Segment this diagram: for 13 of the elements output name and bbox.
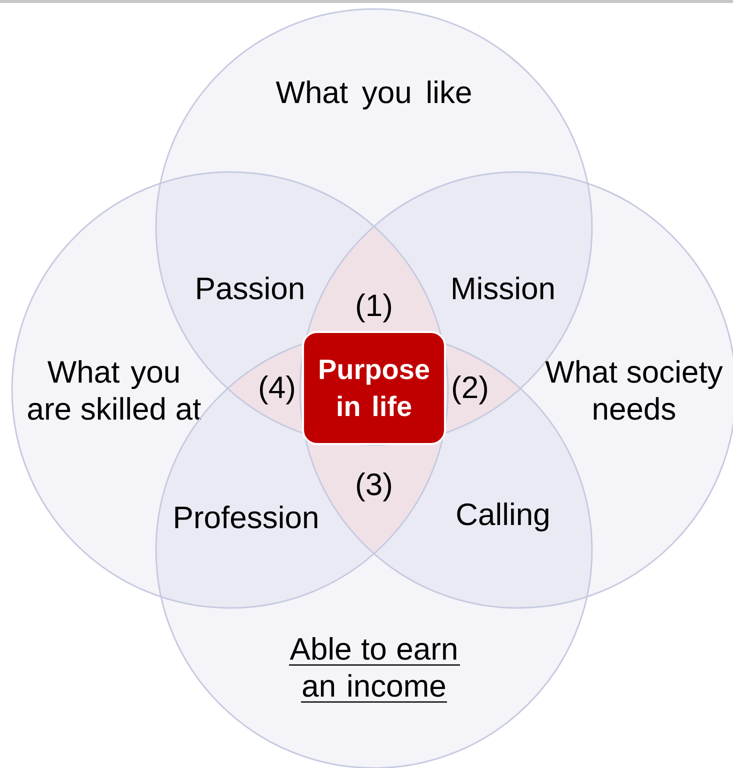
region-label: Passion — [197, 276, 304, 300]
region-label: (1) — [356, 294, 392, 322]
circle-label: What you are skilled at — [28, 360, 201, 420]
region-label: Profession — [175, 506, 318, 528]
region-label: Calling — [457, 502, 548, 532]
region-label: Mission — [453, 276, 554, 300]
center-badge: Purpose in life — [302, 331, 446, 445]
circle-label: Able to earn an income — [289, 637, 460, 703]
region-label: (3) — [356, 472, 392, 502]
circle-label: What you like — [276, 80, 471, 110]
circle-label: What society needs — [545, 360, 723, 420]
region-label: (4) — [260, 376, 294, 404]
region-label: (2) — [452, 376, 488, 404]
